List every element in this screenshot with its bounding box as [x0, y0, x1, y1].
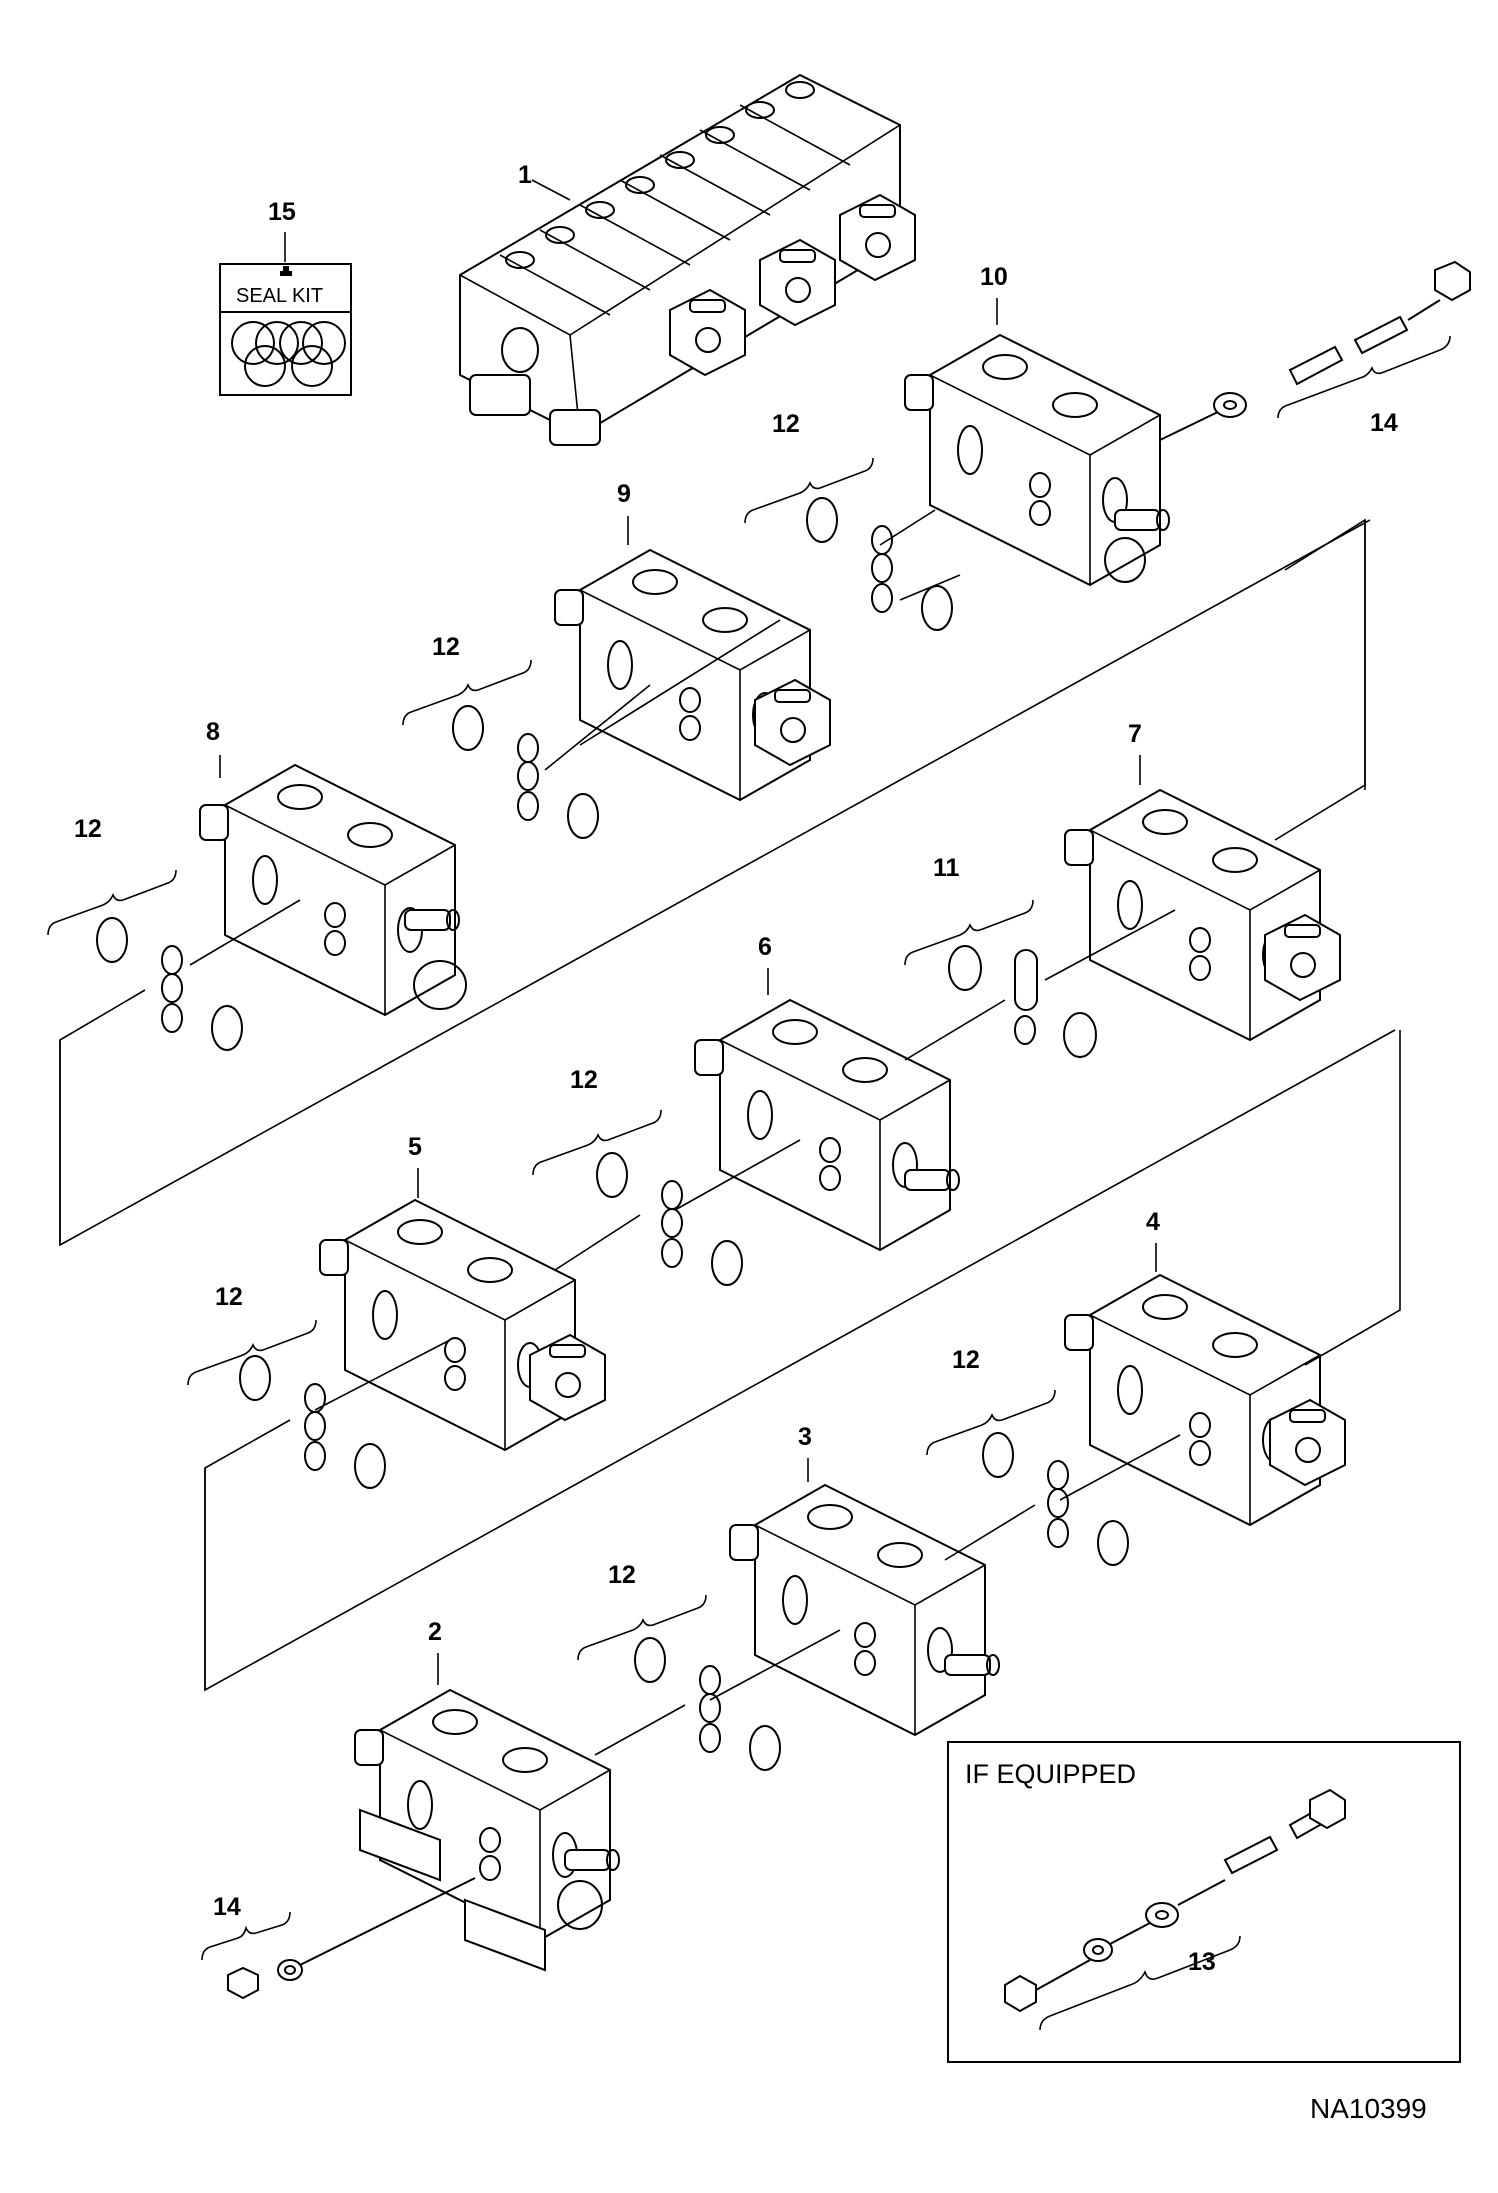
callout-5: 5	[408, 1133, 422, 1161]
section-5-drawing	[319, 1199, 606, 1451]
callout-9: 9	[617, 480, 631, 508]
tie-rod-kit-top-drawing	[1159, 260, 1471, 441]
callout-12-e: 12	[215, 1283, 243, 1311]
seal-group-top	[744, 457, 953, 631]
seal-group-8	[47, 869, 243, 1051]
callout-1: 1	[518, 161, 532, 189]
tie-rod-kit-bottom-drawing	[201, 1877, 476, 2000]
callout-3: 3	[798, 1423, 812, 1451]
callout-4: 4	[1146, 1208, 1160, 1236]
seal-kit-label: SEAL KIT	[236, 285, 323, 307]
section-6-drawing	[694, 999, 960, 1251]
valve-assembly-drawing	[459, 73, 916, 446]
assembly-connection-lines	[59, 518, 1401, 1692]
callout-7: 7	[1128, 720, 1142, 748]
seal-group-7	[904, 899, 1097, 1058]
callout-12-f: 12	[952, 1346, 980, 1374]
callout-12-a: 12	[772, 410, 800, 438]
if-equipped-label: IF EQUIPPED	[965, 1759, 1136, 1789]
seal-group-6	[532, 1109, 743, 1286]
callout-12-c: 12	[74, 815, 102, 843]
inlet-section-2-drawing	[354, 1689, 620, 1972]
callout-2: 2	[428, 1618, 442, 1646]
callout-8: 8	[206, 718, 220, 746]
callout-10: 10	[980, 263, 1008, 291]
section-4-drawing	[1064, 1274, 1346, 1526]
callout-14-bottom: 14	[213, 1893, 241, 1921]
seal-group-3	[577, 1594, 781, 1771]
callout-14-top: 14	[1370, 409, 1398, 437]
if-equipped-box: IF EQUIPPED	[947, 1741, 1461, 2063]
callout-11: 11	[933, 854, 960, 882]
callout-12-b: 12	[432, 633, 460, 661]
figure-id: NA10399	[1310, 2093, 1427, 2124]
o-rings-icon	[231, 321, 346, 387]
callout-6: 6	[758, 933, 772, 961]
callout-15: 15	[268, 198, 296, 226]
seal-group-9	[402, 659, 599, 839]
callout-12-d: 12	[570, 1066, 598, 1094]
callout-13: 13	[1188, 1948, 1216, 1976]
callout-12-g: 12	[608, 1561, 636, 1589]
seal-kit-box: SEAL KIT	[219, 263, 352, 396]
section-7-drawing	[1064, 789, 1341, 1041]
section-3-drawing	[729, 1484, 1000, 1736]
section-8-drawing	[199, 764, 467, 1016]
end-section-10-drawing	[904, 334, 1170, 586]
